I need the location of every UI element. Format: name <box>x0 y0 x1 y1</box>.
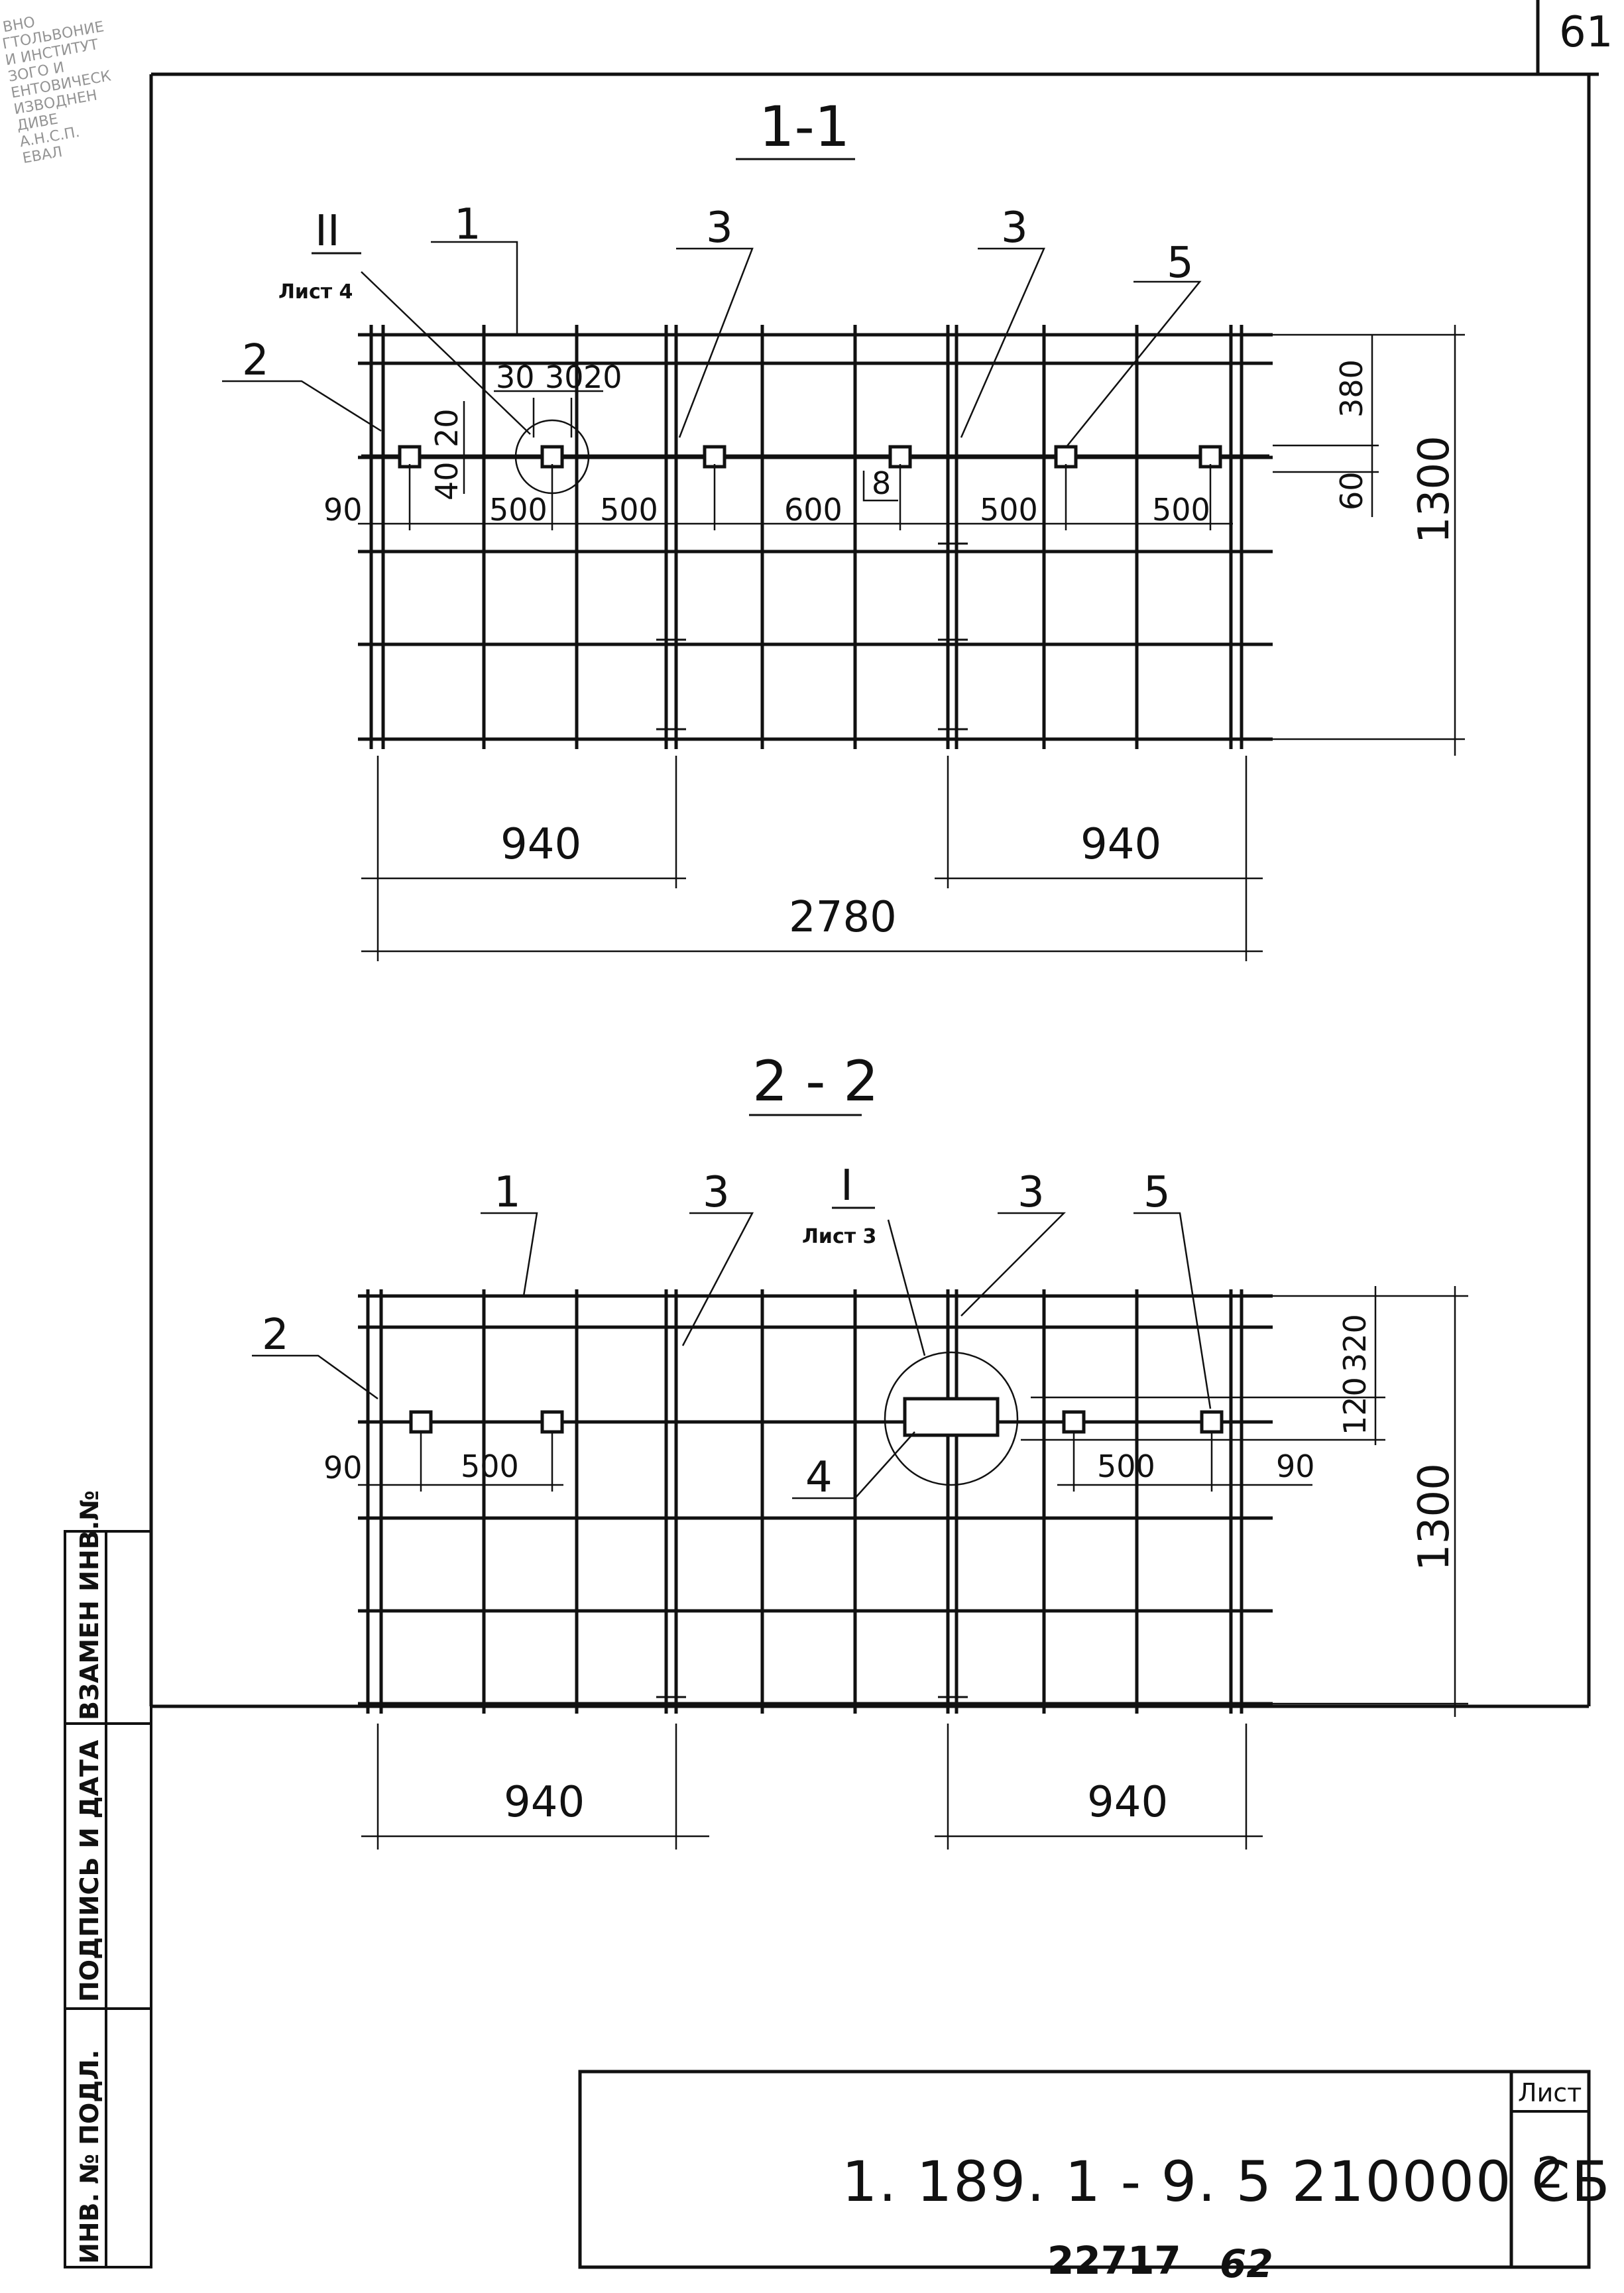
side-stamp-inv: ИНВ. № ПОДЛ. <box>75 2050 104 2264</box>
drawing-code: 1. 189. 1 - 9. 5 210000 СБ <box>842 2149 1611 2214</box>
stamp-seal: ВНО ГТОЛЬВОНИЕ И ИНСТИТУТ ЗОГО И ЕНТОВИЧ… <box>1 14 113 167</box>
dim-20-vertical: 20 <box>429 408 465 447</box>
pos-2-3b: 3 <box>1017 1168 1045 1217</box>
section-1-horizontal-bars <box>358 333 1273 741</box>
section-1-1: 1-1 <box>222 94 1465 961</box>
dim-40-vertical: 40 <box>429 461 465 500</box>
section-1-bar-ticks <box>656 333 968 731</box>
section-1-right-dims: 380 60 1300 <box>1273 325 1465 756</box>
dim2-90b: 90 <box>1276 1448 1315 1484</box>
pos-3b: 3 <box>1001 204 1028 253</box>
pos-2-4: 4 <box>805 1453 833 1502</box>
dim-20: 20 <box>583 359 622 395</box>
page-corner-number: 61 <box>1559 8 1613 57</box>
bottom-page-number: 62 <box>1220 2241 1273 2286</box>
dim2-500b: 500 <box>1097 1448 1155 1484</box>
callout-sheet-4: Лист 4 <box>278 280 353 304</box>
dim-2780: 2780 <box>789 893 897 942</box>
callout-roman-1: I <box>841 1161 853 1210</box>
pos-2: 2 <box>242 336 269 385</box>
sheet-frame <box>149 0 1599 1708</box>
section-2-dims: 90 500 500 90 <box>323 1432 1315 1492</box>
pos-3a: 3 <box>706 204 733 253</box>
dim2-940b: 940 <box>1087 1778 1168 1827</box>
pos-2-1: 1 <box>494 1168 521 1217</box>
dim-600: 600 <box>784 492 842 528</box>
section-2-embedded-plates <box>409 1397 1224 1437</box>
dim2-90a: 90 <box>323 1450 363 1486</box>
section-1-plate-spacing: 90 500 500 600 500 500 <box>323 464 1233 530</box>
section-1-local-dims: 30 30 20 20 40 <box>429 359 622 500</box>
side-stamp-replace: ВЗАМЕН ИНВ.№ <box>75 1490 104 1720</box>
pos-1: 1 <box>454 200 481 249</box>
dim2-940a: 940 <box>504 1778 585 1827</box>
section-1-leaders: 1 2 3 3 5 II Лист 4 8 <box>222 200 1202 502</box>
section-2-right-dims: 320 120 1300 <box>1021 1286 1468 1717</box>
dim-940b: 940 <box>1080 820 1161 869</box>
pos-8: 8 <box>872 465 891 501</box>
dim-500d: 500 <box>1152 492 1210 528</box>
section-2-2: 2 - 2 <box>252 1049 1468 1850</box>
dim-500c: 500 <box>980 492 1038 528</box>
callout-sheet-3: Лист 3 <box>802 1225 876 1248</box>
sheet-label: Лист <box>1518 2078 1582 2107</box>
dim-500b: 500 <box>600 492 658 528</box>
dim2-500a: 500 <box>461 1448 519 1484</box>
pos-5: 5 <box>1167 239 1194 288</box>
section-2-title: 2 - 2 <box>752 1049 879 1114</box>
archive-number: 22717 <box>1047 2238 1181 2283</box>
section-1-title: 1-1 <box>759 94 850 159</box>
side-stamp: ИНВ. № ПОДЛ. ПОДПИСЬ И ДАТА ВЗАМЕН ИНВ.№ <box>64 1490 152 2268</box>
section-2-vertical-bars <box>366 1289 1244 1714</box>
section-2-bar-ticks <box>656 1295 968 1698</box>
dim2-120: 120 <box>1337 1377 1373 1435</box>
section-2-bottom-dims: 940 940 <box>361 1724 1263 1850</box>
dim-30a: 30 <box>496 359 535 395</box>
section-1-bottom-dims: 940 940 2780 <box>361 756 1263 961</box>
title-block: 1. 189. 1 - 9. 5 210000 СБ Лист 2 <box>578 2070 1611 2269</box>
dim-500a: 500 <box>489 492 548 528</box>
pos-2-5: 5 <box>1143 1168 1171 1217</box>
dim-1300: 1300 <box>1410 436 1459 544</box>
sheet-number: 2 <box>1537 2149 1564 2198</box>
dim-30b: 30 <box>545 359 584 395</box>
pos-2-2: 2 <box>262 1311 289 1360</box>
pos-2-3a: 3 <box>703 1168 730 1217</box>
side-stamp-sign: ПОДПИСЬ И ДАТА <box>75 1739 104 2002</box>
dim-380: 380 <box>1334 359 1369 418</box>
callout-roman-2: II <box>315 207 340 256</box>
dim2-1300: 1300 <box>1410 1463 1459 1571</box>
dim-90: 90 <box>323 492 363 528</box>
dim2-320: 320 <box>1337 1314 1373 1372</box>
section-1-vertical-bars <box>369 325 1244 749</box>
dim-940a: 940 <box>500 820 581 869</box>
dim-60: 60 <box>1334 471 1369 510</box>
section-2-leaders: 1 2 3 3 5 4 I Лист 3 <box>252 1161 1212 1502</box>
